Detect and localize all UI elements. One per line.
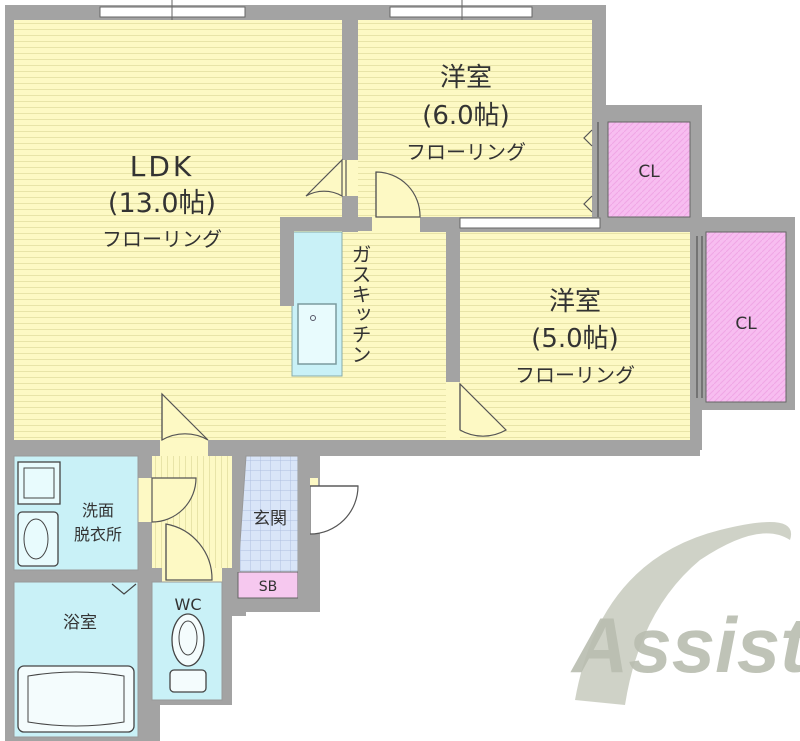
western2-size: (5.0帖) [531,324,619,354]
shoebox-name: SB [259,579,278,595]
doors [138,158,507,582]
entrance-name: 玄関 [253,509,287,529]
washroom-label-1: 洗面 [82,501,114,520]
washing-machine-inner [23,467,55,499]
closet1-name: CL [638,162,660,182]
western1-name: 洋室 [440,63,492,93]
vanity-bowl [23,518,49,560]
kitchen-sink [297,303,337,365]
ldk-floor-type: フローリング [102,227,222,251]
kitchen-faucet [310,315,316,321]
toilet-bowl [171,613,205,667]
wc-name: WC [175,595,202,614]
assist-logo-text: Assist [570,601,800,689]
kitchen-name: ガスキッチン [348,244,372,364]
toilet-tank [169,669,207,693]
closet1-floor [607,121,691,218]
entrance-step [232,456,240,572]
entrance-wall [298,456,310,602]
kitchen-partition [280,218,294,306]
western2-name: 洋室 [549,287,601,317]
western1-size: (6.0帖) [422,101,510,131]
bath-door [111,583,137,595]
bathtub-inner [27,671,125,727]
ldk-name: LDK [130,150,195,183]
closet2-floor [705,231,787,403]
closet2-name: CL [735,314,757,334]
washing-machine [17,461,61,505]
ldk-size: (13.0帖) [108,188,216,219]
assist-logo-swoosh [575,522,792,705]
closet1-doors [583,122,599,217]
bath-name: 浴室 [63,613,97,633]
vanity-basin [17,511,59,567]
bathtub [17,665,135,733]
windows [99,0,601,229]
western1-floor-type: フローリング [406,140,526,164]
assist-logo: Assist [570,522,800,705]
toilet-seat [178,620,198,656]
western2-floor-type: フローリング [515,363,635,387]
closet2-doors [696,236,703,398]
western2-floor [460,232,690,440]
washroom-label-2: 脱衣所 [74,525,122,544]
